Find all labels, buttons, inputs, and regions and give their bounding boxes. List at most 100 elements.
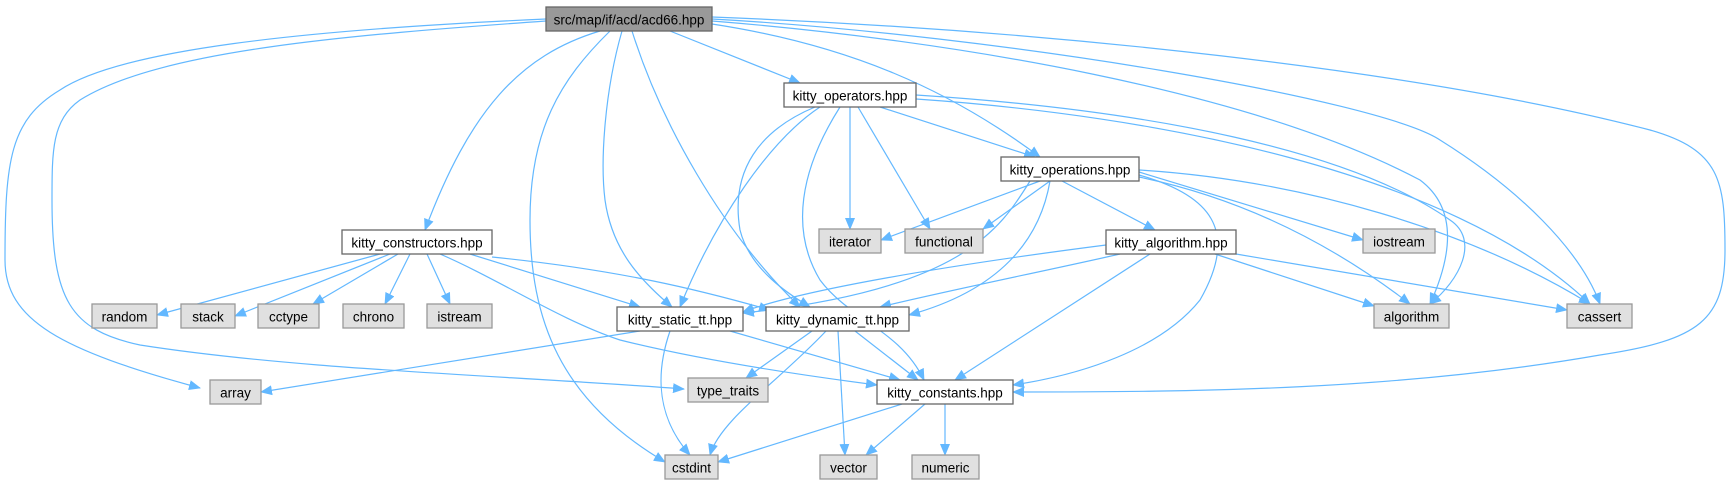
node-label: random	[102, 310, 148, 325]
edge-dynamic_tt-to-vector	[837, 330, 850, 456]
node-label: kitty_algorithm.hpp	[1114, 236, 1227, 251]
node-vector: vector	[819, 454, 878, 480]
edge-algorithm_hpp-to-cassert	[1235, 253, 1568, 314]
edge-path	[729, 330, 901, 382]
edge-root-to-dynamic_tt	[631, 30, 801, 308]
node-label: cstdint	[672, 461, 711, 476]
edge-root-to-constructors	[424, 30, 601, 231]
edge-root-to-operators	[669, 30, 801, 84]
edge-operators-to-static_tt	[679, 106, 821, 308]
edge-constants-to-vector	[865, 403, 926, 456]
edge-path	[602, 30, 673, 308]
node-kitty-constructors[interactable]: kitty_constructors.hpp	[341, 229, 493, 255]
edge-static_tt-to-cstdint	[660, 330, 691, 456]
node-cstdint: cstdint	[664, 454, 719, 480]
node-root[interactable]: src/map/if/acd/acd66.hpp	[545, 6, 713, 32]
edge-operators-to-dynamic_tt	[737, 106, 816, 308]
node-istream: istream	[426, 303, 493, 329]
edge-constructors-to-constants	[439, 253, 878, 389]
node-kitty-static-tt[interactable]: kitty_static_tt.hpp	[616, 306, 744, 332]
edge-path	[1138, 171, 1364, 242]
edge-path	[260, 330, 641, 396]
edge-path	[51, 20, 685, 394]
edge-path	[745, 330, 813, 379]
edge-path	[1061, 180, 1156, 231]
node-type-traits: type_traits	[687, 377, 769, 403]
edge-constructors-to-chrono	[384, 253, 411, 305]
edge-operators-to-constants	[802, 106, 925, 381]
edge-operations-to-functional	[982, 180, 1051, 230]
edge-path	[669, 30, 801, 84]
edge-path	[660, 330, 691, 456]
edge-operations-to-algorithm_hpp	[1061, 180, 1156, 231]
node-array: array	[209, 379, 262, 405]
edge-dynamic_tt-to-constants	[854, 330, 919, 381]
edge-path	[879, 106, 1036, 159]
edge-path	[1235, 253, 1568, 314]
node-stack: stack	[180, 303, 236, 329]
edge-path	[802, 106, 925, 381]
edge-path	[1138, 176, 1411, 305]
nodes-layer: src/map/if/acd/acd66.hpp kitty_operators…	[91, 6, 1633, 480]
node-iterator: iterator	[818, 228, 882, 254]
node-kitty-operations[interactable]: kitty_operations.hpp	[1000, 156, 1140, 182]
node-iostream: iostream	[1362, 228, 1436, 254]
node-cctype: cctype	[257, 303, 320, 329]
node-kitty-dynamic-tt[interactable]: kitty_dynamic_tt.hpp	[765, 306, 910, 332]
node-chrono: chrono	[342, 303, 405, 329]
node-label: vector	[830, 461, 867, 476]
edge-dynamic_tt-to-type_traits	[745, 330, 813, 379]
edge-path	[711, 20, 1448, 305]
edge-path	[1012, 174, 1219, 389]
node-algorithm: algorithm	[1373, 303, 1450, 329]
node-kitty-algorithm[interactable]: kitty_algorithm.hpp	[1105, 229, 1237, 255]
node-label: iostream	[1373, 235, 1425, 250]
edge-root-to-array	[4, 18, 547, 390]
edge-algorithm_hpp-to-constants	[954, 253, 1151, 381]
node-label: cassert	[1578, 310, 1622, 325]
edge-path	[491, 256, 771, 312]
edge-operators-to-algorithm	[915, 94, 1466, 305]
edge-path	[1214, 253, 1375, 308]
edge-path	[908, 180, 1051, 317]
node-label: chrono	[353, 310, 394, 325]
node-label: kitty_dynamic_tt.hpp	[776, 313, 899, 328]
edge-path	[865, 403, 926, 456]
edges-layer	[4, 16, 1726, 464]
node-functional: functional	[904, 228, 984, 254]
node-kitty-constants[interactable]: kitty_constants.hpp	[876, 379, 1014, 405]
edge-path	[384, 253, 411, 305]
edge-constructors-to-static_tt	[469, 253, 641, 309]
edge-operators-to-functional	[857, 106, 931, 230]
edge-operators-to-operations	[879, 106, 1036, 159]
edge-path	[982, 180, 1051, 230]
edge-root-to-type_traits	[51, 20, 685, 394]
node-numeric: numeric	[911, 454, 980, 480]
edge-root-to-constants	[711, 16, 1726, 397]
edge-root-to-cassert	[711, 18, 1601, 305]
edge-static_tt-to-array	[260, 330, 641, 396]
node-label: kitty_static_tt.hpp	[628, 313, 732, 328]
edge-operations-to-static_tt	[742, 180, 1031, 317]
edge-path	[439, 253, 878, 389]
edge-path	[857, 106, 931, 230]
edge-algorithm_hpp-to-static_tt	[742, 244, 1107, 313]
edge-algorithm_hpp-to-dynamic_tt	[879, 253, 1121, 310]
edge-path	[915, 94, 1466, 305]
node-kitty-operators[interactable]: kitty_operators.hpp	[783, 82, 917, 108]
edge-path	[742, 244, 1107, 313]
edge-path	[424, 30, 601, 231]
node-label: stack	[192, 310, 224, 325]
edge-path	[711, 18, 1601, 305]
edge-path	[854, 330, 919, 381]
edge-path	[679, 106, 821, 308]
edge-path	[1138, 169, 1591, 305]
node-label: array	[220, 386, 251, 401]
edge-constructors-to-dynamic_tt	[491, 256, 771, 312]
edge-root-to-operations	[711, 23, 1041, 158]
edge-constructors-to-istream	[426, 253, 451, 305]
edge-path	[529, 30, 666, 463]
edge-operations-to-dynamic_tt	[908, 180, 1051, 317]
node-label: kitty_constants.hpp	[887, 386, 1003, 401]
